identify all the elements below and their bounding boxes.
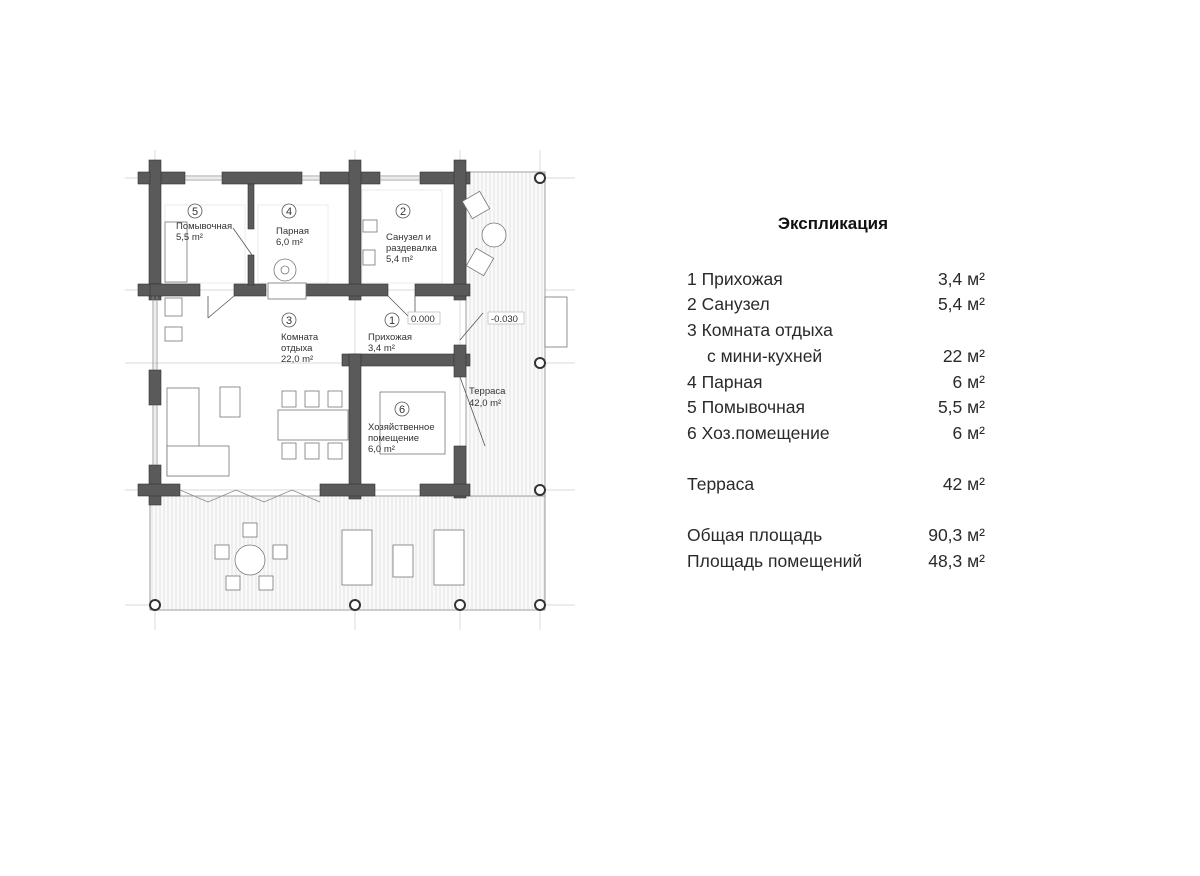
room-number-circle — [281, 203, 297, 219]
explication-row: Общая площадь 90,3 м² — [687, 524, 985, 546]
row-name: с мини-кухней — [707, 346, 823, 366]
row-value: 42 м² — [942, 474, 985, 494]
room-number: 3 — [286, 315, 292, 327]
furniture — [164, 190, 568, 591]
terrace-columns — [149, 172, 546, 611]
explication-row: с мини-кухней 22 м² — [687, 345, 985, 367]
room-name: Санузел и — [386, 232, 431, 243]
walls — [137, 159, 471, 506]
room-number: 2 — [400, 206, 406, 218]
explication-row: 6 Хоз.помещение 6 м² — [687, 422, 985, 444]
room-area: 5,5 m² — [176, 232, 203, 243]
room-number-circle — [281, 312, 297, 328]
room-number-circle — [187, 203, 203, 219]
explication-title: Экспликация — [777, 214, 889, 233]
row-name: 2 Санузел — [687, 294, 770, 314]
room-name: раздевалка — [386, 243, 438, 254]
row-name: 5 Помывочная — [687, 397, 805, 417]
room-number: 4 — [286, 206, 292, 218]
explication-row: 3 Комната отдыха — [687, 319, 985, 341]
explication-row: Площадь помещений 48,3 м² — [687, 550, 985, 572]
row-name: 1 Прихожая — [687, 269, 783, 289]
explication-row: 1 Прихожая 3,4 м² — [687, 268, 985, 290]
room-name: помещение — [368, 433, 419, 444]
room-area: 5,4 m² — [386, 254, 413, 265]
room-number: 1 — [389, 315, 395, 327]
room-name: отдыха — [281, 343, 313, 354]
room-area: 6,0 m² — [276, 237, 303, 248]
row-value: 22 м² — [942, 346, 985, 366]
room-name: Парная — [276, 226, 309, 237]
room-number-circle — [395, 203, 411, 219]
row-value: 3,4 м² — [937, 269, 985, 289]
room-name: Помывочная — [176, 221, 232, 232]
room-number-circle — [394, 401, 410, 417]
room-area: 22,0 m² — [281, 354, 313, 365]
room-number: 5 — [192, 206, 198, 218]
row-name: Общая площадь — [687, 525, 823, 545]
row-name: 4 Парная — [687, 372, 763, 392]
room-name: Хозяйственное — [368, 422, 435, 433]
row-name: Терраса — [687, 474, 755, 494]
room-area: 3,4 m² — [368, 343, 395, 354]
terrace-name: Терраса — [469, 386, 506, 397]
room-number-circle — [384, 312, 400, 328]
row-value: 5,5 м² — [937, 397, 985, 417]
terrace-area: 42,0 m² — [469, 398, 501, 409]
row-value: 90,3 м² — [928, 525, 985, 545]
explication-row: 5 Помывочная 5,5 м² — [687, 396, 985, 418]
room-name: Комната — [281, 332, 319, 343]
level-mark: 0.000 — [411, 314, 435, 325]
explication-row: 4 Парная 6 м² — [687, 371, 985, 393]
level-mark: -0.030 — [491, 314, 518, 325]
row-value: 5,4 м² — [937, 294, 985, 314]
row-value: 48,3 м² — [928, 551, 985, 571]
row-name: 3 Комната отдыха — [687, 320, 833, 340]
room-number: 6 — [399, 404, 405, 416]
windows — [152, 175, 420, 503]
row-name: Площадь помещений — [687, 551, 863, 571]
row-value: 6 м² — [952, 372, 985, 392]
doors — [207, 227, 486, 447]
explication-row: Терраса 42 м² — [687, 473, 985, 495]
explication-row: 2 Санузел 5,4 м² — [687, 293, 985, 315]
room-area: 6,0 m² — [368, 444, 395, 455]
room-name: Прихожая — [368, 332, 412, 343]
row-name: 6 Хоз.помещение — [687, 423, 830, 443]
row-value: 6 м² — [952, 423, 985, 443]
